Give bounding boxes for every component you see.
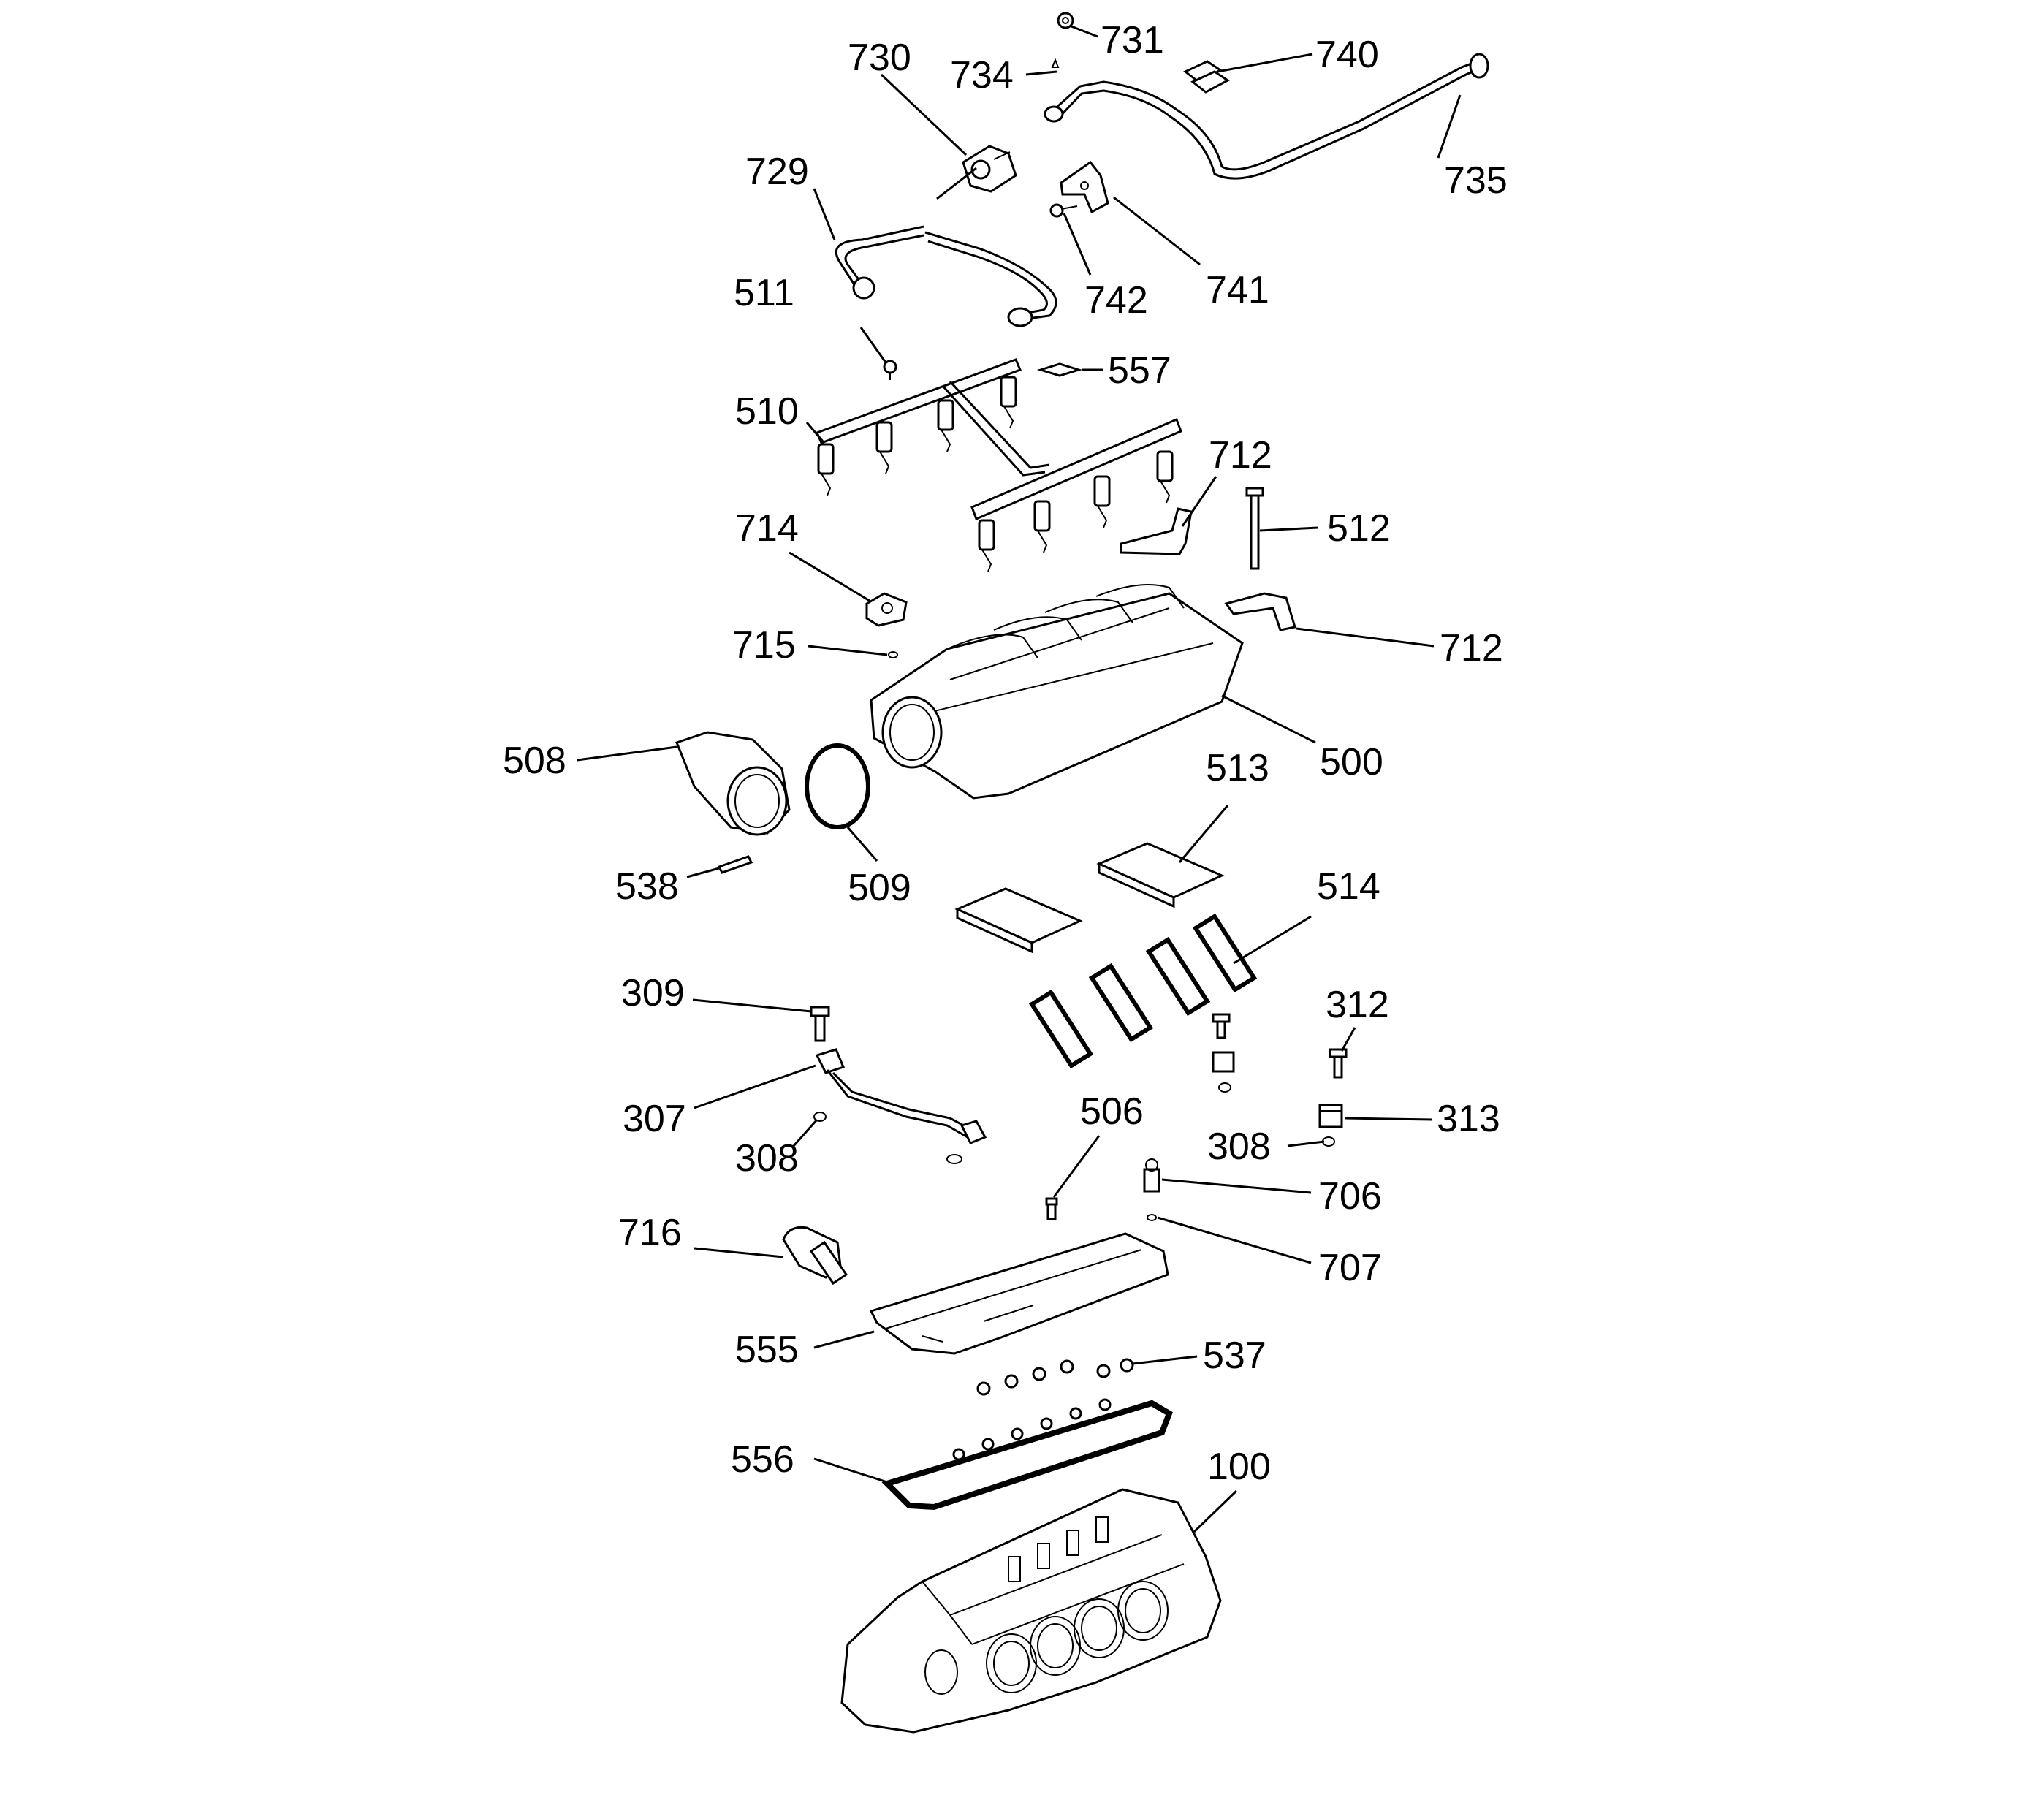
callout-514: 514 <box>1317 865 1380 908</box>
part-knock-sensor-mount <box>1212 1013 1235 1093</box>
part-557-clip <box>1036 362 1083 377</box>
part-740-clip <box>1183 60 1230 94</box>
part-730-purge-solenoid <box>962 145 1017 193</box>
callout-100: 100 <box>1207 1446 1271 1488</box>
part-731-nut <box>1057 12 1074 29</box>
part-716-fitting <box>782 1226 848 1286</box>
part-514-gaskets <box>1028 913 1258 1069</box>
callout-735: 735 <box>1444 159 1508 202</box>
part-307-knock-sensor <box>815 1048 987 1164</box>
part-506-bolt <box>1045 1197 1058 1220</box>
callout-715: 715 <box>732 624 796 667</box>
callout-508: 508 <box>503 740 566 782</box>
part-712-bracket-lower <box>1224 592 1296 631</box>
part-537-plugs <box>976 1358 1134 1396</box>
part-drawings <box>675 12 1489 1734</box>
part-712-bracket-upper <box>1120 507 1193 555</box>
callout-740: 740 <box>1315 34 1379 76</box>
part-510-fuel-rail <box>815 358 1182 572</box>
callout-500: 500 <box>1320 741 1383 783</box>
callout-510: 510 <box>735 390 799 433</box>
callout-742: 742 <box>1084 279 1148 322</box>
callout-714: 714 <box>735 507 799 550</box>
part-509-gasket <box>805 743 870 829</box>
part-742-bolt <box>1049 203 1078 218</box>
part-729-purge-hose <box>835 167 1057 327</box>
part-312-bolt <box>1329 1048 1348 1079</box>
callout-511: 511 <box>734 272 794 314</box>
part-508-throttle-body <box>675 731 791 836</box>
part-500-intake-manifold <box>870 584 1244 800</box>
part-715-seal <box>888 651 898 658</box>
callout-307: 307 <box>623 1098 686 1140</box>
callout-712-upper: 712 <box>1209 434 1272 477</box>
part-511-screw <box>883 360 897 380</box>
part-309-bolt <box>810 1006 830 1042</box>
part-308-seal-b <box>1322 1136 1335 1147</box>
part-555-valley-cover <box>869 1232 1169 1355</box>
part-735-fuel-pipe <box>1044 53 1489 180</box>
callout-731: 731 <box>1101 19 1164 61</box>
part-714-sensor <box>865 592 908 627</box>
part-741-bracket <box>1060 160 1109 214</box>
callout-730: 730 <box>848 37 911 79</box>
callout-555: 555 <box>735 1329 799 1371</box>
callout-509: 509 <box>848 867 911 909</box>
callout-716: 716 <box>618 1212 682 1254</box>
part-538-bolt <box>717 855 753 874</box>
callout-labels: 731 730 734 740 735 729 742 741 511 557 … <box>503 19 1508 1488</box>
callout-513: 513 <box>1206 747 1269 789</box>
callout-707: 707 <box>1318 1247 1382 1289</box>
callout-741: 741 <box>1206 269 1269 311</box>
callout-557: 557 <box>1108 349 1171 392</box>
part-100-engine-block <box>840 1488 1222 1734</box>
callout-312: 312 <box>1326 984 1389 1026</box>
part-556-valley-gasket <box>881 1398 1173 1511</box>
callout-308-right: 308 <box>1207 1125 1271 1168</box>
part-512-stud <box>1245 487 1264 570</box>
callout-308-left: 308 <box>735 1137 799 1180</box>
callout-538: 538 <box>615 865 679 908</box>
part-706-sensor <box>1143 1158 1160 1193</box>
callout-734: 734 <box>950 54 1014 96</box>
callout-309: 309 <box>621 972 685 1014</box>
part-513-covers <box>954 842 1225 954</box>
part-313-sensor <box>1318 1104 1343 1128</box>
callout-512: 512 <box>1327 507 1391 550</box>
callout-712-lower: 712 <box>1440 627 1503 669</box>
part-734-clip <box>1051 58 1060 68</box>
callout-506: 506 <box>1080 1090 1144 1133</box>
callout-537: 537 <box>1203 1334 1266 1377</box>
callout-706: 706 <box>1318 1175 1382 1218</box>
callout-556: 556 <box>731 1438 794 1481</box>
callout-729: 729 <box>745 151 809 193</box>
leader-lines <box>577 25 1462 1533</box>
part-308-seal-a <box>813 1112 827 1122</box>
part-707-seal <box>1147 1214 1157 1221</box>
callout-313: 313 <box>1437 1098 1500 1140</box>
